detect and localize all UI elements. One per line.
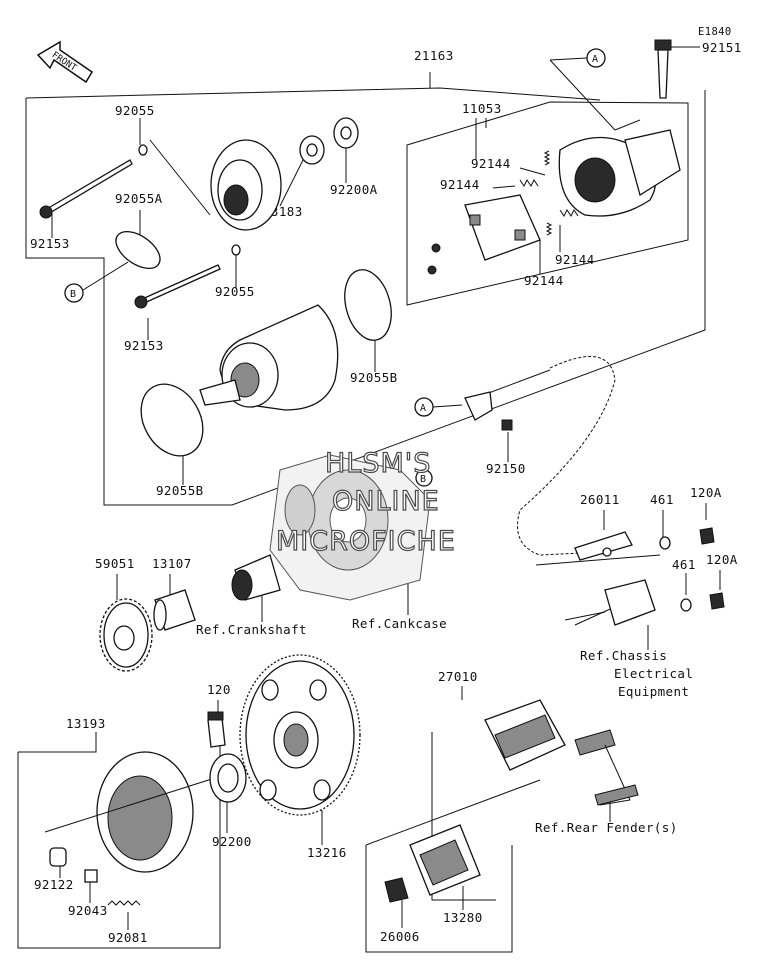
label-92055-mid: 92055: [215, 284, 255, 299]
label-92144-c: 92144: [555, 252, 595, 267]
o-ring-92055B-lower: [140, 383, 204, 457]
part-labels: E1840 92151 21163 92055 11053 92200A 131…: [30, 26, 742, 945]
bolts-120A: [699, 527, 725, 610]
svg-text:B: B: [420, 474, 426, 485]
svg-text:A: A: [592, 54, 598, 65]
label-92081: 92081: [108, 930, 148, 945]
label-92153-a: 92153: [30, 236, 70, 251]
starter-gear-13216: [239, 654, 361, 816]
spring-92081: [107, 900, 141, 906]
label-26006: 26006: [380, 929, 420, 944]
ref-crankshaft: Ref.Crankshaft: [196, 622, 307, 637]
ref-chassis-line3: Equipment: [618, 684, 689, 699]
label-27010: 27010: [438, 669, 478, 684]
washer-92200: [209, 753, 247, 803]
plunger-92043: [84, 869, 98, 883]
ref-chassis-line1: Ref.Chassis: [580, 648, 667, 663]
label-92055B-b: 92055B: [156, 483, 204, 498]
callout-b-mid: B: [415, 469, 433, 487]
ref-crankcase: Ref.Cankcase: [352, 616, 447, 631]
watermark-line3: MICROFICHE: [276, 526, 456, 557]
front-arrow: FRONT: [36, 40, 94, 84]
washers-461: [659, 536, 692, 612]
label-92144-b: 92144: [440, 177, 480, 192]
crankcase-reference: [269, 454, 431, 601]
ref-chassis-line2: Electrical: [614, 666, 693, 681]
label-21163: 21163: [414, 48, 454, 63]
label-92122: 92122: [34, 877, 74, 892]
starter-end-cover: [149, 139, 282, 231]
label-120A-b: 120A: [706, 552, 738, 567]
label-92055A: 92055A: [115, 191, 163, 206]
brush-holder-11053: [427, 129, 681, 275]
starter-relay-27010: [484, 699, 566, 771]
label-13280: 13280: [443, 910, 483, 925]
through-bolt-bottom: [134, 264, 221, 309]
watermark-line2: ONLINE: [332, 486, 440, 517]
bolt-92151: [654, 39, 672, 99]
callout-b-left: B: [64, 261, 129, 303]
terminal-26011: [574, 531, 633, 561]
ref-rear-fender: Ref.Rear Fender(s): [535, 820, 678, 835]
assembly-outline: [17, 72, 706, 953]
label-59051: 59051: [95, 556, 135, 571]
fuse-26006: [384, 877, 409, 903]
label-92200: 92200: [212, 834, 252, 849]
relay-cover-13280: [409, 824, 481, 896]
rollers-92122: [49, 847, 67, 867]
watermark-line1: HLSM'S: [325, 448, 431, 479]
o-ring-92055B-upper: [344, 269, 392, 341]
label-120A-a: 120A: [690, 485, 722, 500]
shaft-13107: [153, 589, 196, 631]
starter-cable: [464, 355, 616, 556]
label-92151: 92151: [702, 40, 742, 55]
starter-clutch-13193: [44, 751, 241, 873]
label-92150: 92150: [486, 461, 526, 476]
label-92200A: 92200A: [330, 182, 378, 197]
label-13107: 13107: [152, 556, 192, 571]
label-11053: 11053: [462, 101, 502, 116]
label-26011: 26011: [580, 492, 620, 507]
drawing-code: E1840: [698, 26, 732, 38]
svg-text:B: B: [70, 289, 76, 300]
callout-a-mid: A: [414, 397, 463, 417]
label-92153-b: 92153: [124, 338, 164, 353]
crankshaft-end: [231, 554, 281, 601]
o-ring-92055-top: [138, 144, 148, 156]
o-ring-92055-mid: [231, 244, 241, 256]
chassis-bracket: [564, 579, 656, 626]
through-bolt-top: [39, 159, 133, 219]
bolt-120: [207, 711, 226, 748]
label-461-a: 461: [650, 492, 674, 507]
brush-springs-92144: [519, 150, 579, 236]
idle-gear-59051: [99, 598, 153, 672]
label-92144-a: 92144: [471, 156, 511, 171]
o-ring-92055A: [115, 230, 161, 270]
svg-text:A: A: [420, 403, 426, 414]
label-92055-top: 92055: [115, 103, 155, 118]
label-13216: 13216: [307, 845, 347, 860]
label-461-b: 461: [672, 557, 696, 572]
label-13193: 13193: [66, 716, 106, 731]
label-92055B-a: 92055B: [350, 370, 398, 385]
rear-fender-bracket: [574, 729, 639, 806]
watermark: HLSM'S ONLINE MICROFICHE: [275, 447, 456, 557]
callout-a-top: A: [549, 48, 641, 131]
label-120: 120: [207, 682, 231, 697]
label-92043: 92043: [68, 903, 108, 918]
label-92144-d: 92144: [524, 273, 564, 288]
starter-yoke: [199, 304, 339, 411]
washer-13183: [299, 135, 325, 165]
washer-92200A: [333, 117, 359, 149]
